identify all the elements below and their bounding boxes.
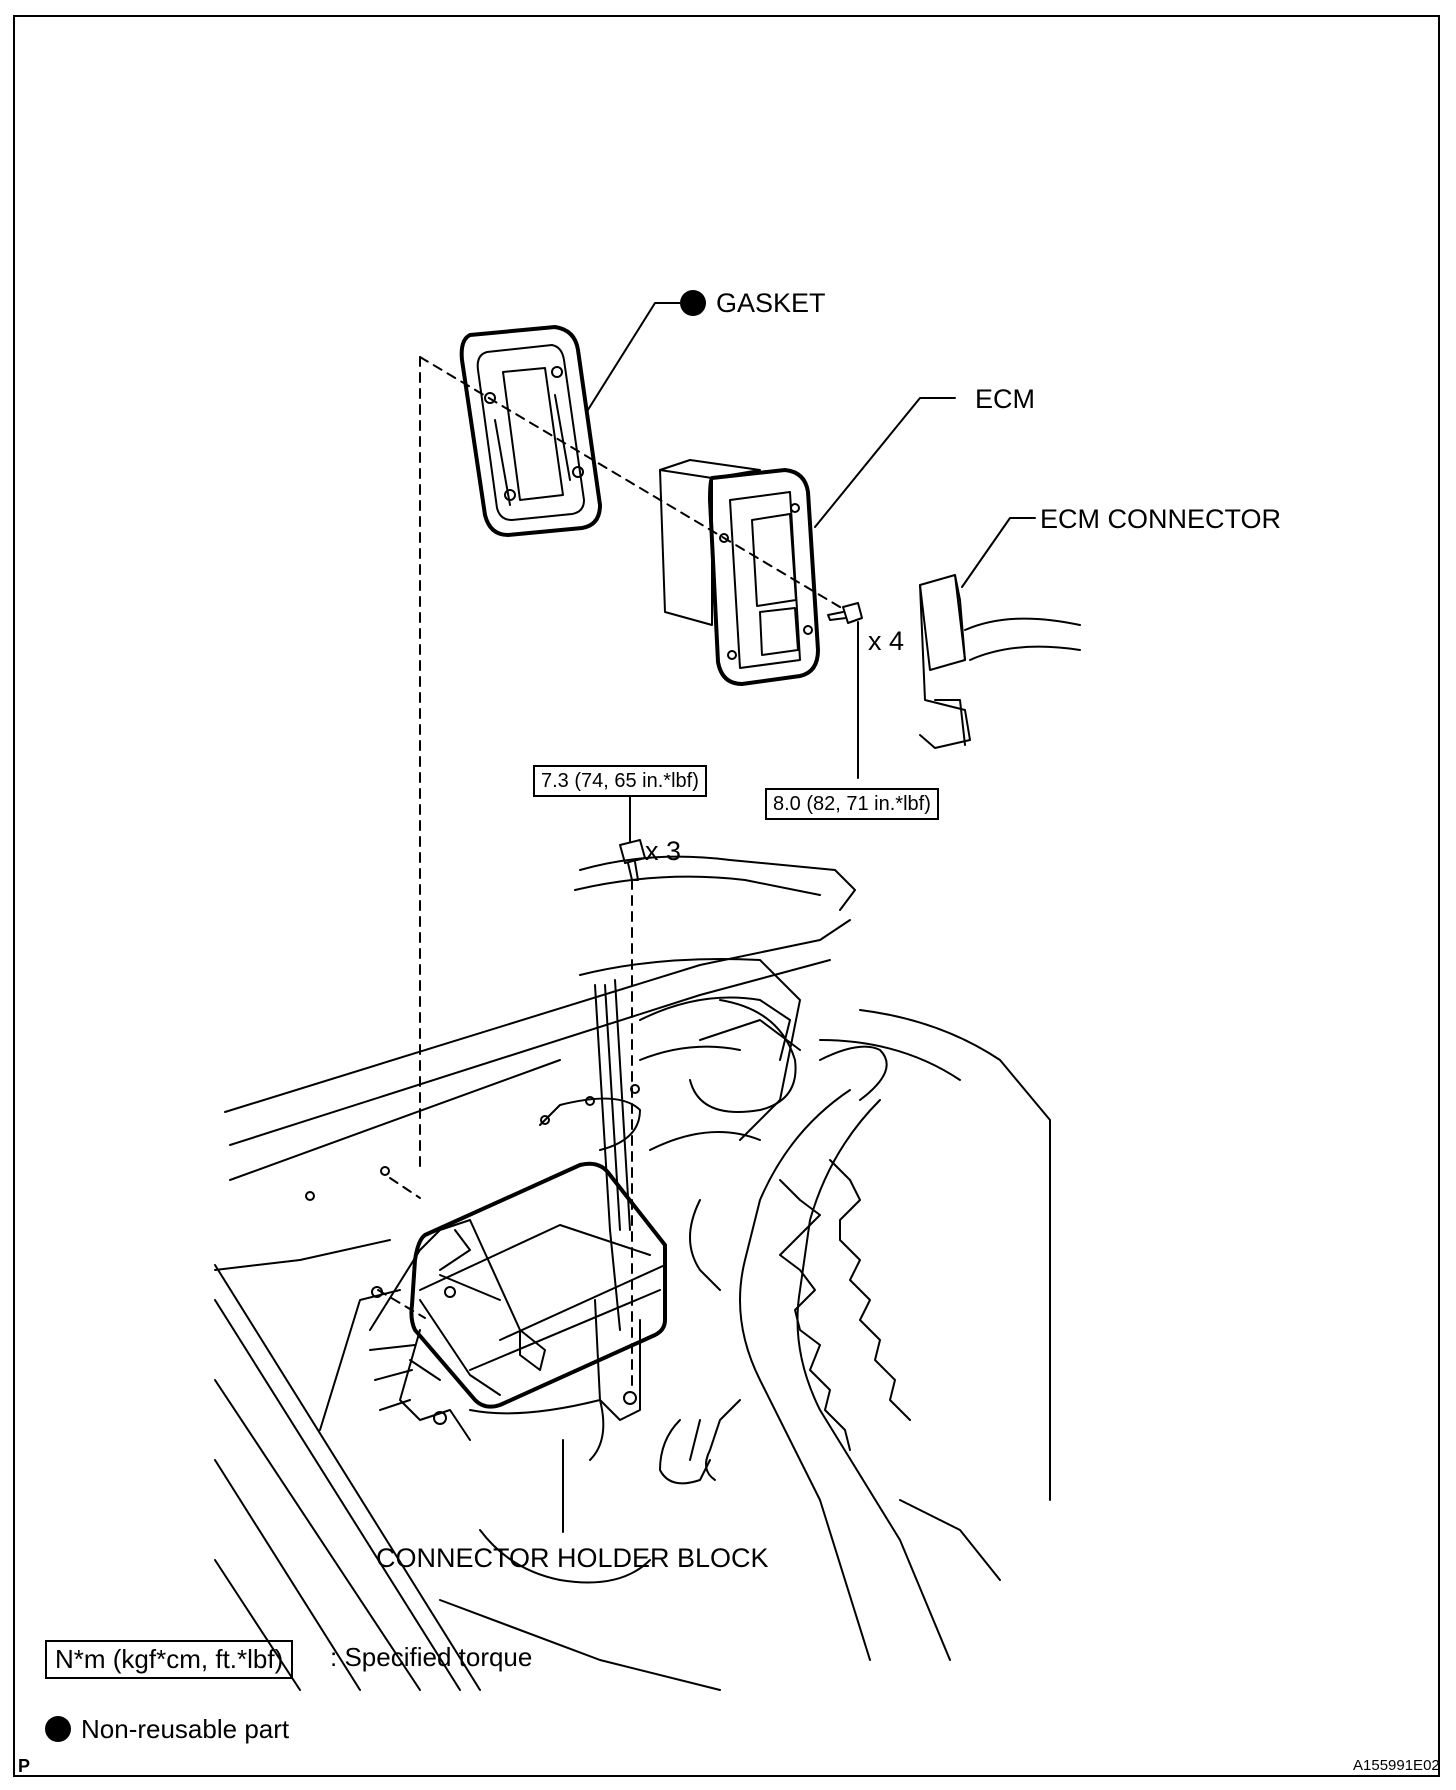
holder-bolt-quantity: x 3 [645, 836, 682, 866]
connector-holder-block-label: CONNECTOR HOLDER BLOCK [376, 1543, 769, 1573]
ecm-bolt-quantity: x 4 [868, 626, 905, 656]
ecm-connector-label: ECM CONNECTOR [1040, 504, 1282, 534]
corner-mark-p: P [18, 1756, 31, 1776]
leader-lines [562, 302, 1036, 1533]
non-reusable-dot-icon [680, 289, 706, 316]
non-reusable-legend: Non-reusable part [45, 1716, 289, 1744]
torque-legend-description: : Specified torque [330, 1642, 533, 1672]
torque-legend-unit: N*m (kgf*cm, ft.*lbf) [45, 1640, 294, 1679]
ecm-part [659, 459, 820, 686]
figure-id: A155991E02 [1353, 1757, 1440, 1774]
gasket-label-text: GASKET [716, 288, 826, 318]
gasket-label: GASKET [680, 290, 826, 318]
non-reusable-dot-icon [45, 1716, 71, 1743]
alignment-dashed-lines [377, 356, 846, 1391]
diagram-frame [13, 15, 1440, 1777]
ecm-connector-part [919, 574, 1081, 749]
ecm-label: ECM [975, 384, 1035, 414]
ecm-bolt-part [827, 602, 863, 624]
connector-holder-block-part [369, 1161, 667, 1441]
non-reusable-legend-text: Non-reusable part [81, 1714, 290, 1744]
engine-bay-body [214, 855, 1051, 1691]
holder-bolt-torque: 7.3 (74, 65 in.*lbf) [533, 765, 707, 797]
gasket-part [459, 325, 602, 537]
ecm-bolt-torque: 8.0 (82, 71 in.*lbf) [765, 788, 939, 820]
